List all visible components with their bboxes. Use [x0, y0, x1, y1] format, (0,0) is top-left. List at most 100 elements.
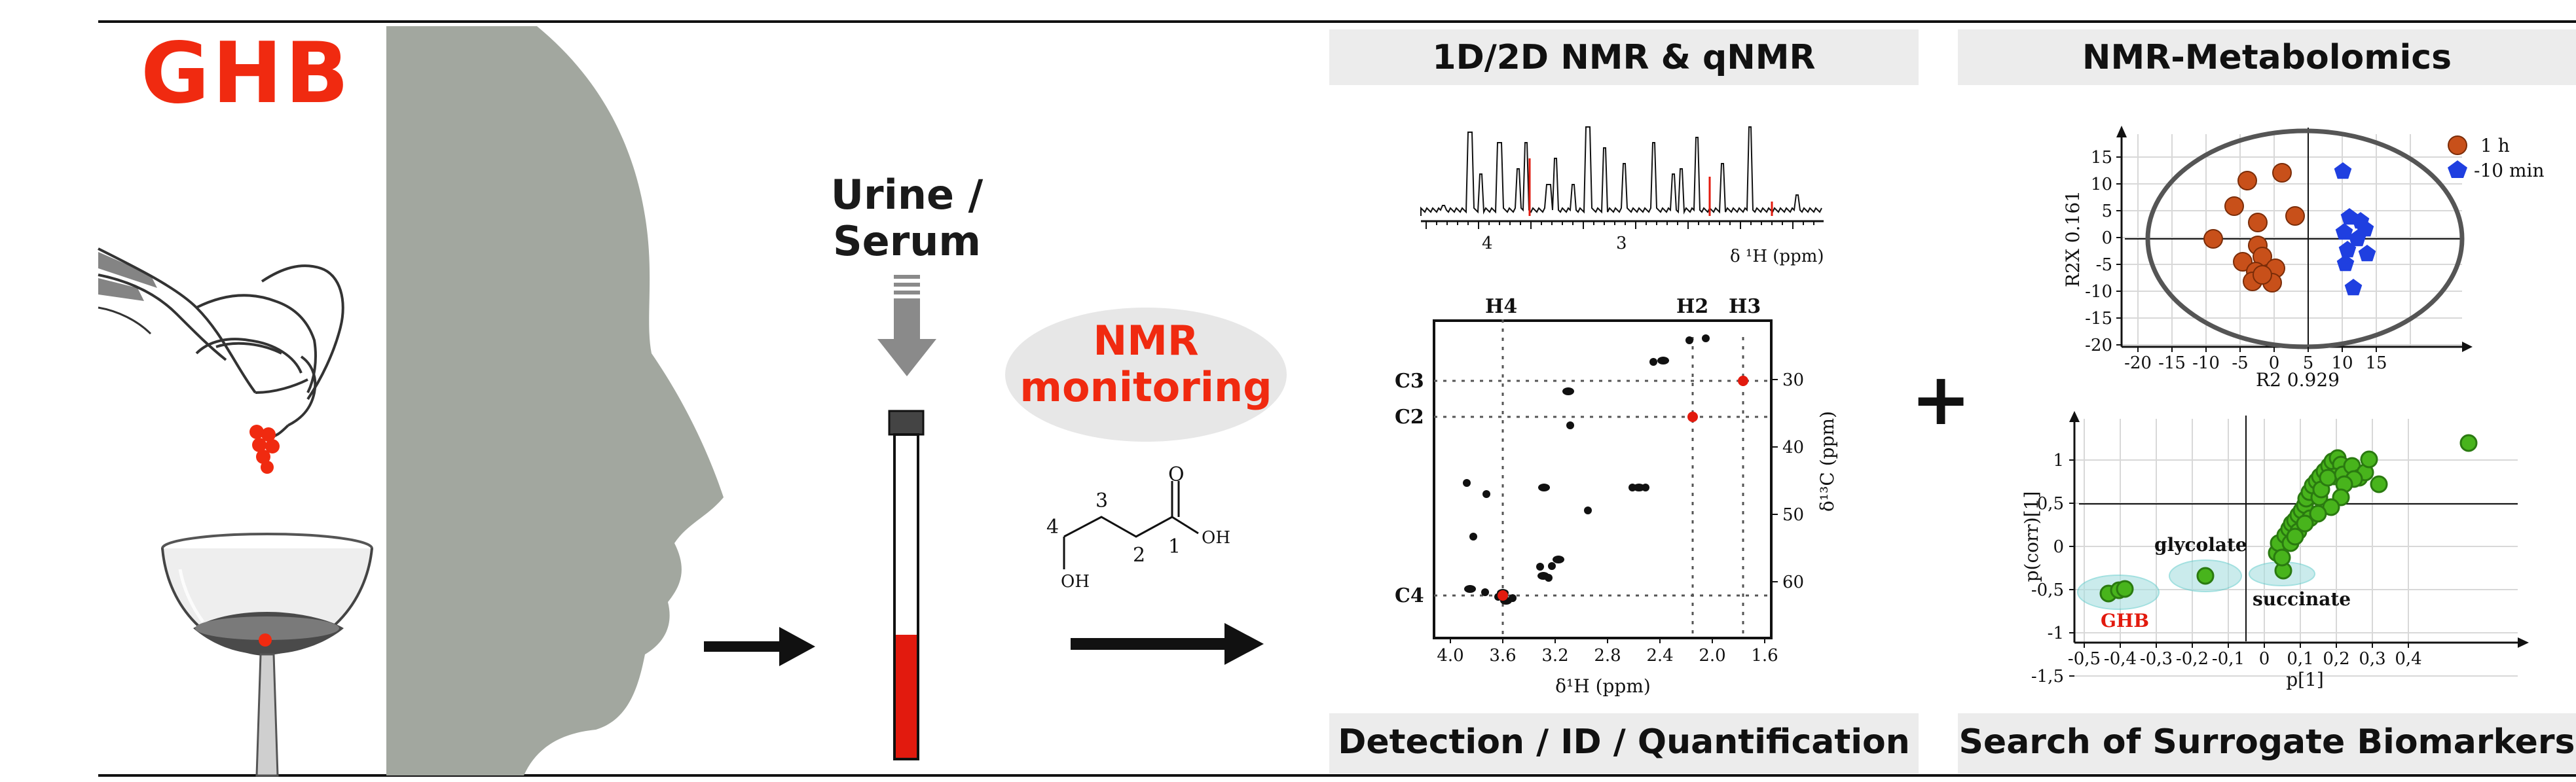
- splot-point: [2196, 567, 2215, 585]
- score-point-10min: [2334, 162, 2352, 179]
- hsqc-peak: [1463, 479, 1471, 487]
- hsqc-label-c2: C2: [1395, 406, 1424, 429]
- hand-drawing: [98, 247, 344, 439]
- nmr-monitoring-line2: monitoring: [1020, 363, 1272, 412]
- hsqc-label-h2: H2: [1676, 295, 1708, 318]
- ghb-title: GHB: [141, 25, 352, 122]
- splot-point: [2116, 580, 2134, 598]
- splot-point: [2319, 469, 2337, 487]
- metabolomics-header-title: NMR-Metabolomics: [2082, 38, 2452, 77]
- nmr-tube: [888, 410, 925, 760]
- hsqc-label-c4: C4: [1395, 584, 1424, 607]
- hsqc-frame: [1433, 319, 1773, 639]
- score-point-10min: [2344, 279, 2363, 296]
- score-point-10min: [2348, 230, 2366, 247]
- score-point-10min: [2338, 241, 2357, 258]
- splot-x-tick: 0,4: [2395, 649, 2421, 669]
- hsqc-x-tick: 2.0: [1699, 646, 1725, 666]
- hsqc-peak: [1562, 387, 1574, 395]
- score-confidence-ellipse: [2145, 128, 2465, 349]
- spectrum-1d-tick-3: 3: [1616, 234, 1627, 253]
- score-x-tick: -15: [2158, 353, 2186, 373]
- hsqc-peak: [1584, 507, 1592, 514]
- splot-x-tick: -0,4: [2104, 649, 2137, 669]
- hsqc-peak: [1481, 588, 1489, 596]
- score-x-tick: -20: [2124, 353, 2152, 373]
- splot-point: [2286, 527, 2304, 546]
- down-arrow: [877, 275, 936, 376]
- hsqc-x-tick: 2.8: [1594, 646, 1621, 666]
- hsqc-peak: [1685, 336, 1693, 344]
- score-y-tick: 10: [2091, 175, 2112, 194]
- hsqc-label-h3: H3: [1729, 295, 1761, 318]
- tube-label-line2: Serum: [832, 217, 982, 266]
- hsqc-peak: [1657, 357, 1669, 364]
- score-point-1h: [2224, 196, 2244, 216]
- nmr-footer-bar: [1329, 713, 1919, 773]
- molecule-labels: 4 3 2 1 O OH OH: [1046, 463, 1230, 592]
- hsqc-x-tick: 3.2: [1541, 646, 1568, 666]
- splot-x-tick: -0,2: [2176, 649, 2209, 669]
- molecule-atom-oh-right: OH: [1202, 528, 1230, 548]
- hsqc-ghb-peaks: [1498, 376, 1748, 601]
- splot-annotation-glycolate: glycolate: [2154, 534, 2247, 556]
- hsqc-peak: [1469, 533, 1477, 541]
- arrow-middle: [1071, 623, 1264, 665]
- legend-label-10min: -10 min: [2474, 160, 2545, 181]
- cocktail-glass: [161, 533, 373, 777]
- tube-label: Urine / Serum: [828, 171, 985, 265]
- hsqc-peak: [1649, 358, 1657, 366]
- hsqc-xlabel: δ¹H (ppm): [1555, 675, 1651, 697]
- hsqc-y-tick: 60: [1782, 573, 1804, 592]
- hsqc-peak: [1553, 556, 1564, 563]
- splot-x-tick: 0,2: [2323, 649, 2349, 669]
- hsqc-x-tick: 4.0: [1437, 646, 1463, 666]
- splot-x-tick: 0: [2259, 649, 2270, 669]
- score-point-1h: [2203, 229, 2223, 249]
- score-y-tick: -20: [2085, 336, 2112, 355]
- splot-ylabel: p(corr)[1]: [2021, 491, 2042, 582]
- score-y-tick: -5: [2096, 255, 2112, 275]
- molecule-number-3: 3: [1095, 489, 1108, 512]
- score-x-tick: 5: [2303, 353, 2314, 373]
- hsqc-peak: [1702, 334, 1710, 342]
- score-y-tick: 0: [2101, 228, 2112, 248]
- hsqc-y-tick: 40: [1782, 438, 1804, 457]
- hsqc-label-c3: C3: [1395, 370, 1424, 393]
- metabolomics-header-bar: [1958, 29, 2576, 85]
- score-point-1h: [2233, 252, 2253, 272]
- hsqc-x-tick: 3.6: [1489, 646, 1516, 666]
- nmr-footer-title: Detection / ID / Quantification: [1338, 722, 1910, 762]
- score-point-10min: [2335, 223, 2353, 240]
- molecule-atom-o: O: [1168, 463, 1185, 486]
- splot-point: [2309, 505, 2327, 523]
- score-x-tick: 0: [2269, 353, 2280, 373]
- molecule-atom-oh-left: OH: [1061, 572, 1090, 592]
- score-y-tick: -10: [2085, 282, 2112, 302]
- metabolomics-footer-title: Search of Surrogate Biomarkers: [1959, 722, 2575, 762]
- molecule-number-1: 1: [1168, 535, 1181, 558]
- score-point-10min: [2358, 245, 2376, 262]
- splot-y-tick: 1: [2053, 451, 2064, 471]
- splot-y-tick: -1: [2048, 624, 2064, 643]
- arrow-left: [704, 627, 815, 666]
- tube-label-line1: Urine /: [830, 171, 984, 219]
- score-point-1h: [2272, 163, 2292, 183]
- splot-y-tick: 0,5: [2037, 494, 2064, 514]
- hsqc-x-tick: 2.4: [1646, 646, 1673, 666]
- spectrum-1d-xlabel: δ ¹H (ppm): [1730, 247, 1824, 266]
- spectrum-1d: 4 3 δ ¹H (ppm): [1420, 126, 1824, 266]
- splot-x-tick: 0,1: [2287, 649, 2313, 669]
- spectrum-1d-tick-4: 4: [1482, 234, 1493, 253]
- splot-x-tick: -0,3: [2140, 649, 2173, 669]
- score-y-tick: -15: [2085, 309, 2112, 329]
- hsqc-peak: [1538, 484, 1550, 491]
- metabolomics-footer-bar: [1958, 713, 2576, 773]
- splot-y-tick: -1,5: [2031, 667, 2064, 686]
- face-silhouette: [386, 26, 724, 775]
- spectrum-1d-trace: [1420, 126, 1822, 216]
- plus-sign: +: [1911, 357, 1972, 441]
- score-y-tick: 15: [2091, 148, 2112, 168]
